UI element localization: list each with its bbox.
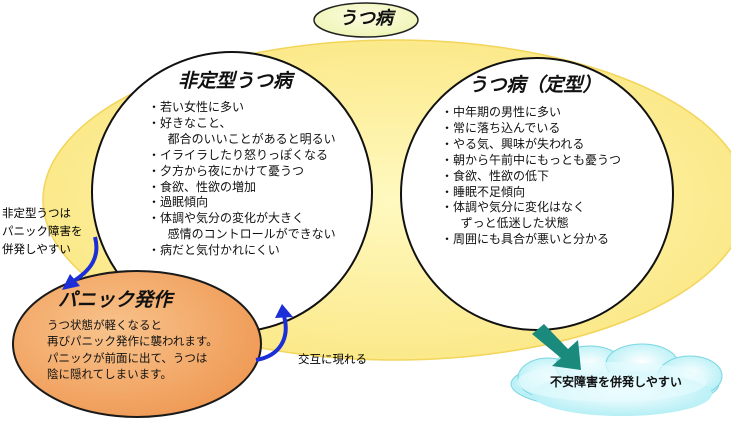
list-item: ・体調や気分の変化が大きく <box>148 211 305 226</box>
anxiety-label: 不安障害を併発しやすい <box>550 375 682 389</box>
list-item: 感情のコントロールができない <box>160 227 336 242</box>
list-item: ・睡眠不足傾向 <box>441 184 526 199</box>
list-item: ・中年期の男性に多い <box>441 105 562 119</box>
top-title: うつ病 <box>339 8 393 29</box>
side-note-line: 非定型うつは <box>2 206 71 220</box>
typical-list: ・中年期の男性に多い ・常に落ち込んでいる ・やる気、興味が失われる ・朝から午… <box>441 105 621 248</box>
list-item: ・朝から午前中にもっとも憂うつ <box>441 152 622 167</box>
list-item: ・イライラしたり怒りっぽくなる <box>148 147 329 162</box>
teal-arrow <box>532 324 581 370</box>
panic-ellipse <box>12 270 262 418</box>
panic-line: 再びパニック発作に襲われます。 <box>47 334 218 349</box>
blue-arrow-left <box>70 236 99 284</box>
list-item: ・病だと気付かれにくい <box>148 243 280 258</box>
side-note-line: 併発しやすい <box>2 242 71 256</box>
atypical-title: 非定型うつ病 <box>177 70 292 92</box>
side-note: 非定型うつは パニック障害を 併発しやすい <box>2 204 83 258</box>
list-item: ・やる気、興味が失われる <box>441 136 585 151</box>
list-item: ・周囲にも具合が悪いと分かる <box>441 232 610 247</box>
list-item: ・過眠傾向 <box>148 195 209 210</box>
blue-arrow-alternate <box>255 315 288 362</box>
panic-title: パニック発作 <box>58 289 173 311</box>
panic-description: うつ状態が軽くなると 再びパニック発作に襲われます。 パニックが前面に出て、うつ… <box>47 317 218 382</box>
title-pill <box>313 2 419 38</box>
panic-line: パニックが前面に出て、うつは <box>47 350 208 365</box>
anxiety-cloud <box>510 343 723 416</box>
panic-line: 陰に隠れてしまいます。 <box>47 366 173 381</box>
list-item: ・食欲、性欲の低下 <box>441 168 550 183</box>
panic-line: うつ状態が軽くなると <box>47 318 162 332</box>
atypical-list: ・若い女性に多い ・好きなこと、 都合のいいことがあると明るい ・イライラしたり… <box>148 100 336 259</box>
list-item: ずっと低迷した状態 <box>453 216 569 231</box>
list-item: ・夕方から夜にかけて憂うつ <box>148 163 305 178</box>
list-item: ・食欲、性欲の増加 <box>148 179 257 194</box>
side-note-line: パニック障害を <box>2 224 83 238</box>
alternate-label: 交互に現れる <box>298 352 367 366</box>
list-item: ・若い女性に多い <box>148 100 245 114</box>
typical-title: うつ病（定型） <box>468 74 602 96</box>
list-item: ・体調や気分に変化はなく <box>441 200 586 215</box>
list-item: 都合のいいことがあると明るい <box>160 131 336 146</box>
list-item: ・常に落ち込んでいる <box>441 120 561 135</box>
list-item: ・好きなこと、 <box>148 115 232 130</box>
